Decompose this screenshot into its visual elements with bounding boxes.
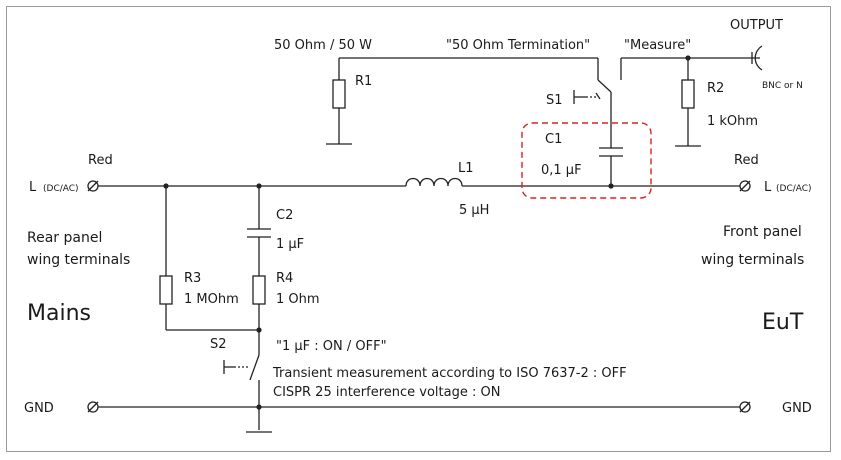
label-r2-value: 1 kOhm: [707, 114, 758, 129]
terminal-l-right-icon: [739, 180, 751, 192]
label-transient: Transient measurement according to ISO 7…: [272, 366, 627, 381]
label-l-left-sub: (DC/AC): [43, 184, 79, 194]
label-r2: R2: [707, 81, 724, 96]
c1-highlight-box: [521, 122, 652, 199]
junctions: [163, 55, 691, 410]
label-c1: C1: [545, 132, 562, 147]
label-mains: Mains: [27, 301, 91, 326]
label-gnd-right: GND: [782, 401, 812, 416]
capacitors: [247, 147, 623, 238]
label-c2-value: 1 µF: [276, 237, 304, 252]
junction-r3: [163, 183, 169, 189]
terminal-gnd-left-icon: [87, 401, 99, 413]
label-rear-panel: Rear panel: [27, 230, 102, 246]
switch-s2-icon: [223, 345, 260, 381]
label-s2-state: "1 µF : ON / OFF": [276, 339, 387, 354]
label-s2: S2: [210, 337, 227, 352]
label-r1-rating: 50 Ohm / 50 W: [274, 38, 372, 53]
label-r4-value: 1 Ohm: [276, 292, 320, 307]
terminals: [87, 180, 751, 413]
label-output: OUTPUT: [730, 18, 783, 33]
label-measure: "Measure": [624, 38, 691, 53]
label-c1-value: 0,1 µF: [541, 163, 582, 178]
switch-s1-icon: [573, 79, 612, 104]
label-r4: R4: [276, 271, 293, 286]
label-eut: EuT: [762, 310, 804, 335]
junction-r2: [685, 55, 691, 61]
label-red-left: Red: [88, 153, 113, 168]
label-r3: R3: [184, 271, 201, 286]
inductor-l1-icon: [405, 177, 463, 187]
label-l-right: L: [764, 180, 772, 195]
label-cispr: CISPR 25 interference voltage : ON: [273, 385, 500, 400]
label-c2: C2: [276, 208, 293, 223]
terminal-l-left-icon: [87, 180, 99, 192]
junction-r4: [256, 327, 262, 333]
terminal-gnd-right-icon: [739, 401, 751, 413]
capacitor-c2-icon: [247, 228, 271, 238]
label-l-right-sub: (DC/AC): [776, 184, 812, 194]
capacitor-c1-icon: [599, 147, 623, 157]
bnc-connector-icon: [738, 45, 763, 71]
resistor-r4-icon: [252, 275, 266, 305]
label-front-wing: wing terminals: [701, 252, 804, 268]
label-l-left: L: [29, 180, 37, 195]
wires: [98, 57, 740, 430]
label-s1: S1: [546, 93, 563, 108]
label-bnc: BNC or N: [762, 81, 803, 91]
resistor-r1-icon: [332, 79, 346, 109]
junction-gnd: [256, 404, 262, 410]
resistor-r3-icon: [159, 275, 173, 305]
label-r1: R1: [355, 74, 372, 89]
label-l1: L1: [458, 161, 474, 176]
resistors: [159, 79, 695, 305]
junction-c1: [608, 183, 614, 189]
label-red-right: Red: [734, 153, 759, 168]
label-termination: "50 Ohm Termination": [446, 38, 590, 53]
label-front-panel: Front panel: [723, 224, 802, 240]
diagram-frame: [6, 6, 831, 452]
ground-symbols: [246, 143, 701, 433]
label-r3-value: 1 MOhm: [184, 292, 239, 307]
resistor-r2-icon: [681, 79, 695, 109]
junction-c2: [256, 183, 262, 189]
label-rear-wing: wing terminals: [27, 252, 130, 268]
label-gnd-left: GND: [24, 401, 54, 416]
label-l1-value: 5 µH: [459, 203, 489, 218]
labels: OUTPUT BNC or N 50 Ohm / 50 W "50 Ohm Te…: [24, 18, 812, 416]
